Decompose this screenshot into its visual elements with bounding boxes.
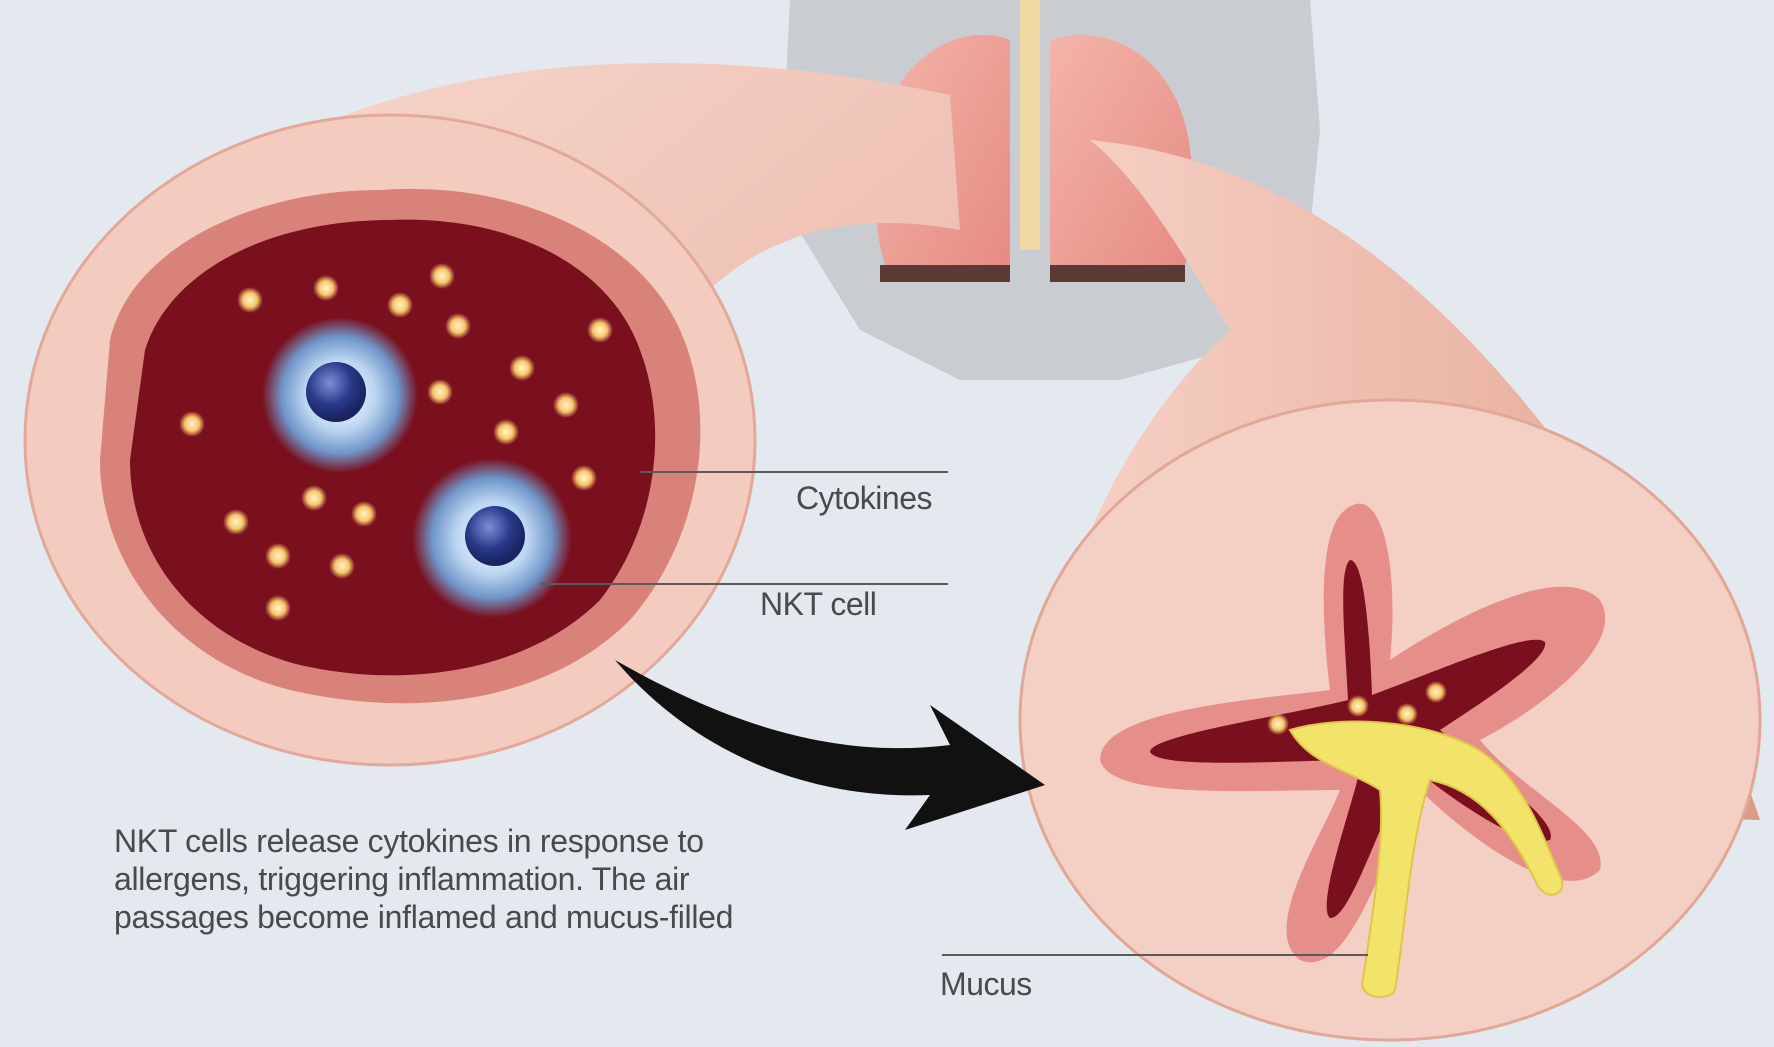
cytokine-dot	[1425, 681, 1447, 703]
caption-text: NKT cells release cytokines in response …	[114, 822, 734, 936]
cytokines-label: Cytokines	[796, 480, 932, 517]
arrow	[615, 660, 1045, 830]
nkt-cell-label: NKT cell	[760, 586, 876, 623]
cytokine-dot	[427, 379, 453, 405]
cytokine-dot	[493, 419, 519, 445]
cytokine-dot	[301, 485, 327, 511]
mucus-label: Mucus	[940, 966, 1032, 1003]
cytokine-dot	[313, 275, 339, 301]
cytokine-dot	[329, 553, 355, 579]
cytokine-dot	[1267, 713, 1289, 735]
cytokine-dot	[571, 465, 597, 491]
cytokine-dot	[445, 313, 471, 339]
trachea	[1020, 0, 1040, 250]
cytokine-dot	[223, 509, 249, 535]
cytokine-dot	[387, 292, 413, 318]
cytokine-dot	[265, 543, 291, 569]
cytokine-dot	[429, 263, 455, 289]
cytokine-dot	[351, 501, 377, 527]
cytokine-dot	[553, 392, 579, 418]
cytokine-dot	[1347, 695, 1369, 717]
cytokine-dot	[509, 355, 535, 381]
nkt-cell-1	[262, 317, 418, 473]
nkt-cell-2	[412, 458, 572, 618]
cytokine-dot	[587, 317, 613, 343]
cross-section-left	[25, 115, 755, 765]
cross-section-right	[1020, 400, 1760, 1040]
cytokine-dot	[1396, 703, 1418, 725]
cytokine-dot	[179, 411, 205, 437]
cytokine-dot	[265, 595, 291, 621]
cytokine-dot	[237, 287, 263, 313]
